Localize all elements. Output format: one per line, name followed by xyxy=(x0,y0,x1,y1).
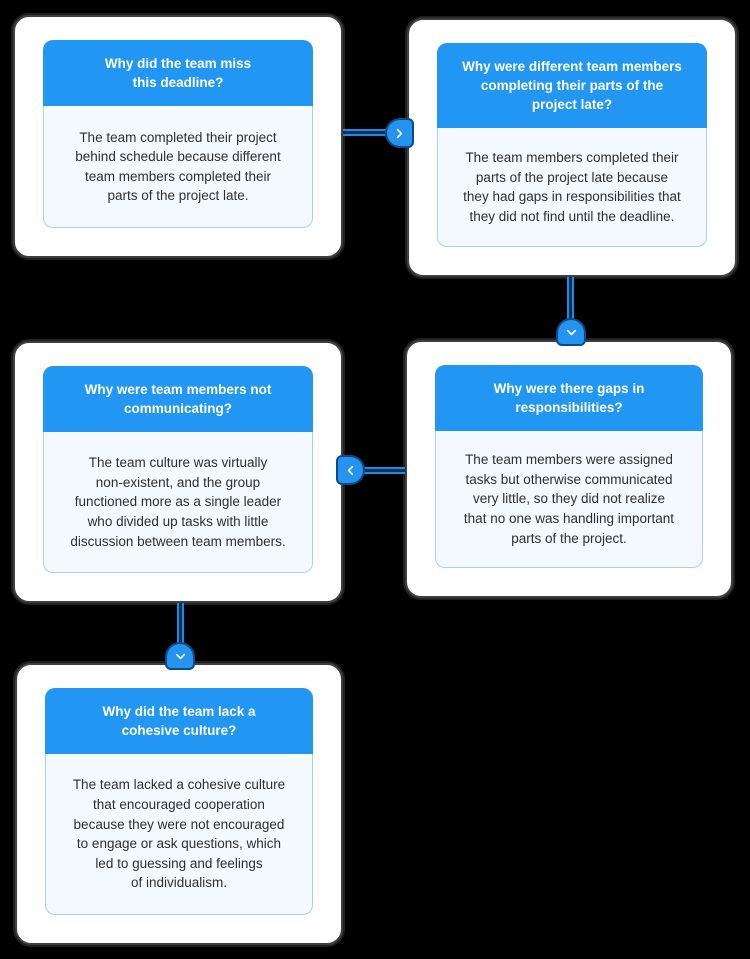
card-why-5[interactable]: Why did the team lack a cohesive culture… xyxy=(15,663,343,945)
card-content: Why did the team lack a cohesive culture… xyxy=(45,688,313,915)
connector-line-3-to-5 xyxy=(177,603,184,650)
card-why-4[interactable]: Why were there gaps in responsibilities?… xyxy=(405,340,733,598)
card-question: Why did the team miss this deadline? xyxy=(43,40,313,107)
connector-arrow-2-to-4[interactable] xyxy=(558,320,584,344)
connector-line-4-to-3 xyxy=(360,467,405,474)
card-why-1[interactable]: Why did the team miss this deadline? The… xyxy=(13,15,343,258)
card-answer-panel: The team lacked a cohesive culture that … xyxy=(45,754,313,915)
connector-arrow-1-to-2[interactable] xyxy=(387,120,412,146)
card-answer: The team culture was virtually non-exist… xyxy=(70,455,286,549)
card-answer-panel: The team culture was virtually non-exist… xyxy=(43,432,313,573)
connector-arrow-4-to-3[interactable] xyxy=(338,457,363,483)
connector-line-2-to-4 xyxy=(567,277,574,325)
card-answer: The team completed their project behind … xyxy=(75,129,281,204)
card-answer: The team members were assigned tasks but… xyxy=(463,452,675,546)
card-answer-panel: The team members completed their parts o… xyxy=(437,128,707,247)
card-content: Why were there gaps in responsibilities?… xyxy=(435,365,703,568)
connector-line-1-to-2 xyxy=(343,129,391,136)
card-answer: The team lacked a cohesive culture that … xyxy=(72,777,286,891)
card-content: Why did the team miss this deadline? The… xyxy=(43,40,313,228)
card-answer: The team members completed their parts o… xyxy=(463,150,681,224)
card-content: Why were different team members completi… xyxy=(437,43,707,247)
card-answer-panel: The team completed their project behind … xyxy=(43,106,313,228)
card-question: Why were different team members completi… xyxy=(437,43,707,129)
card-question: Why were team members not communicating? xyxy=(43,366,313,433)
chevron-left-icon xyxy=(347,465,354,475)
connector-arrow-3-to-5[interactable] xyxy=(167,644,193,668)
card-answer-panel: The team members were assigned tasks but… xyxy=(435,431,703,568)
card-question: Why did the team lack a cohesive culture… xyxy=(45,688,313,755)
chevron-down-icon xyxy=(175,653,185,659)
card-why-3[interactable]: Why were team members not communicating?… xyxy=(13,341,343,603)
card-why-2[interactable]: Why were different team members completi… xyxy=(407,18,737,277)
card-content: Why were team members not communicating?… xyxy=(43,366,313,573)
card-question: Why were there gaps in responsibilities? xyxy=(435,365,703,432)
chevron-down-icon xyxy=(566,329,576,335)
chevron-right-icon xyxy=(396,128,403,138)
